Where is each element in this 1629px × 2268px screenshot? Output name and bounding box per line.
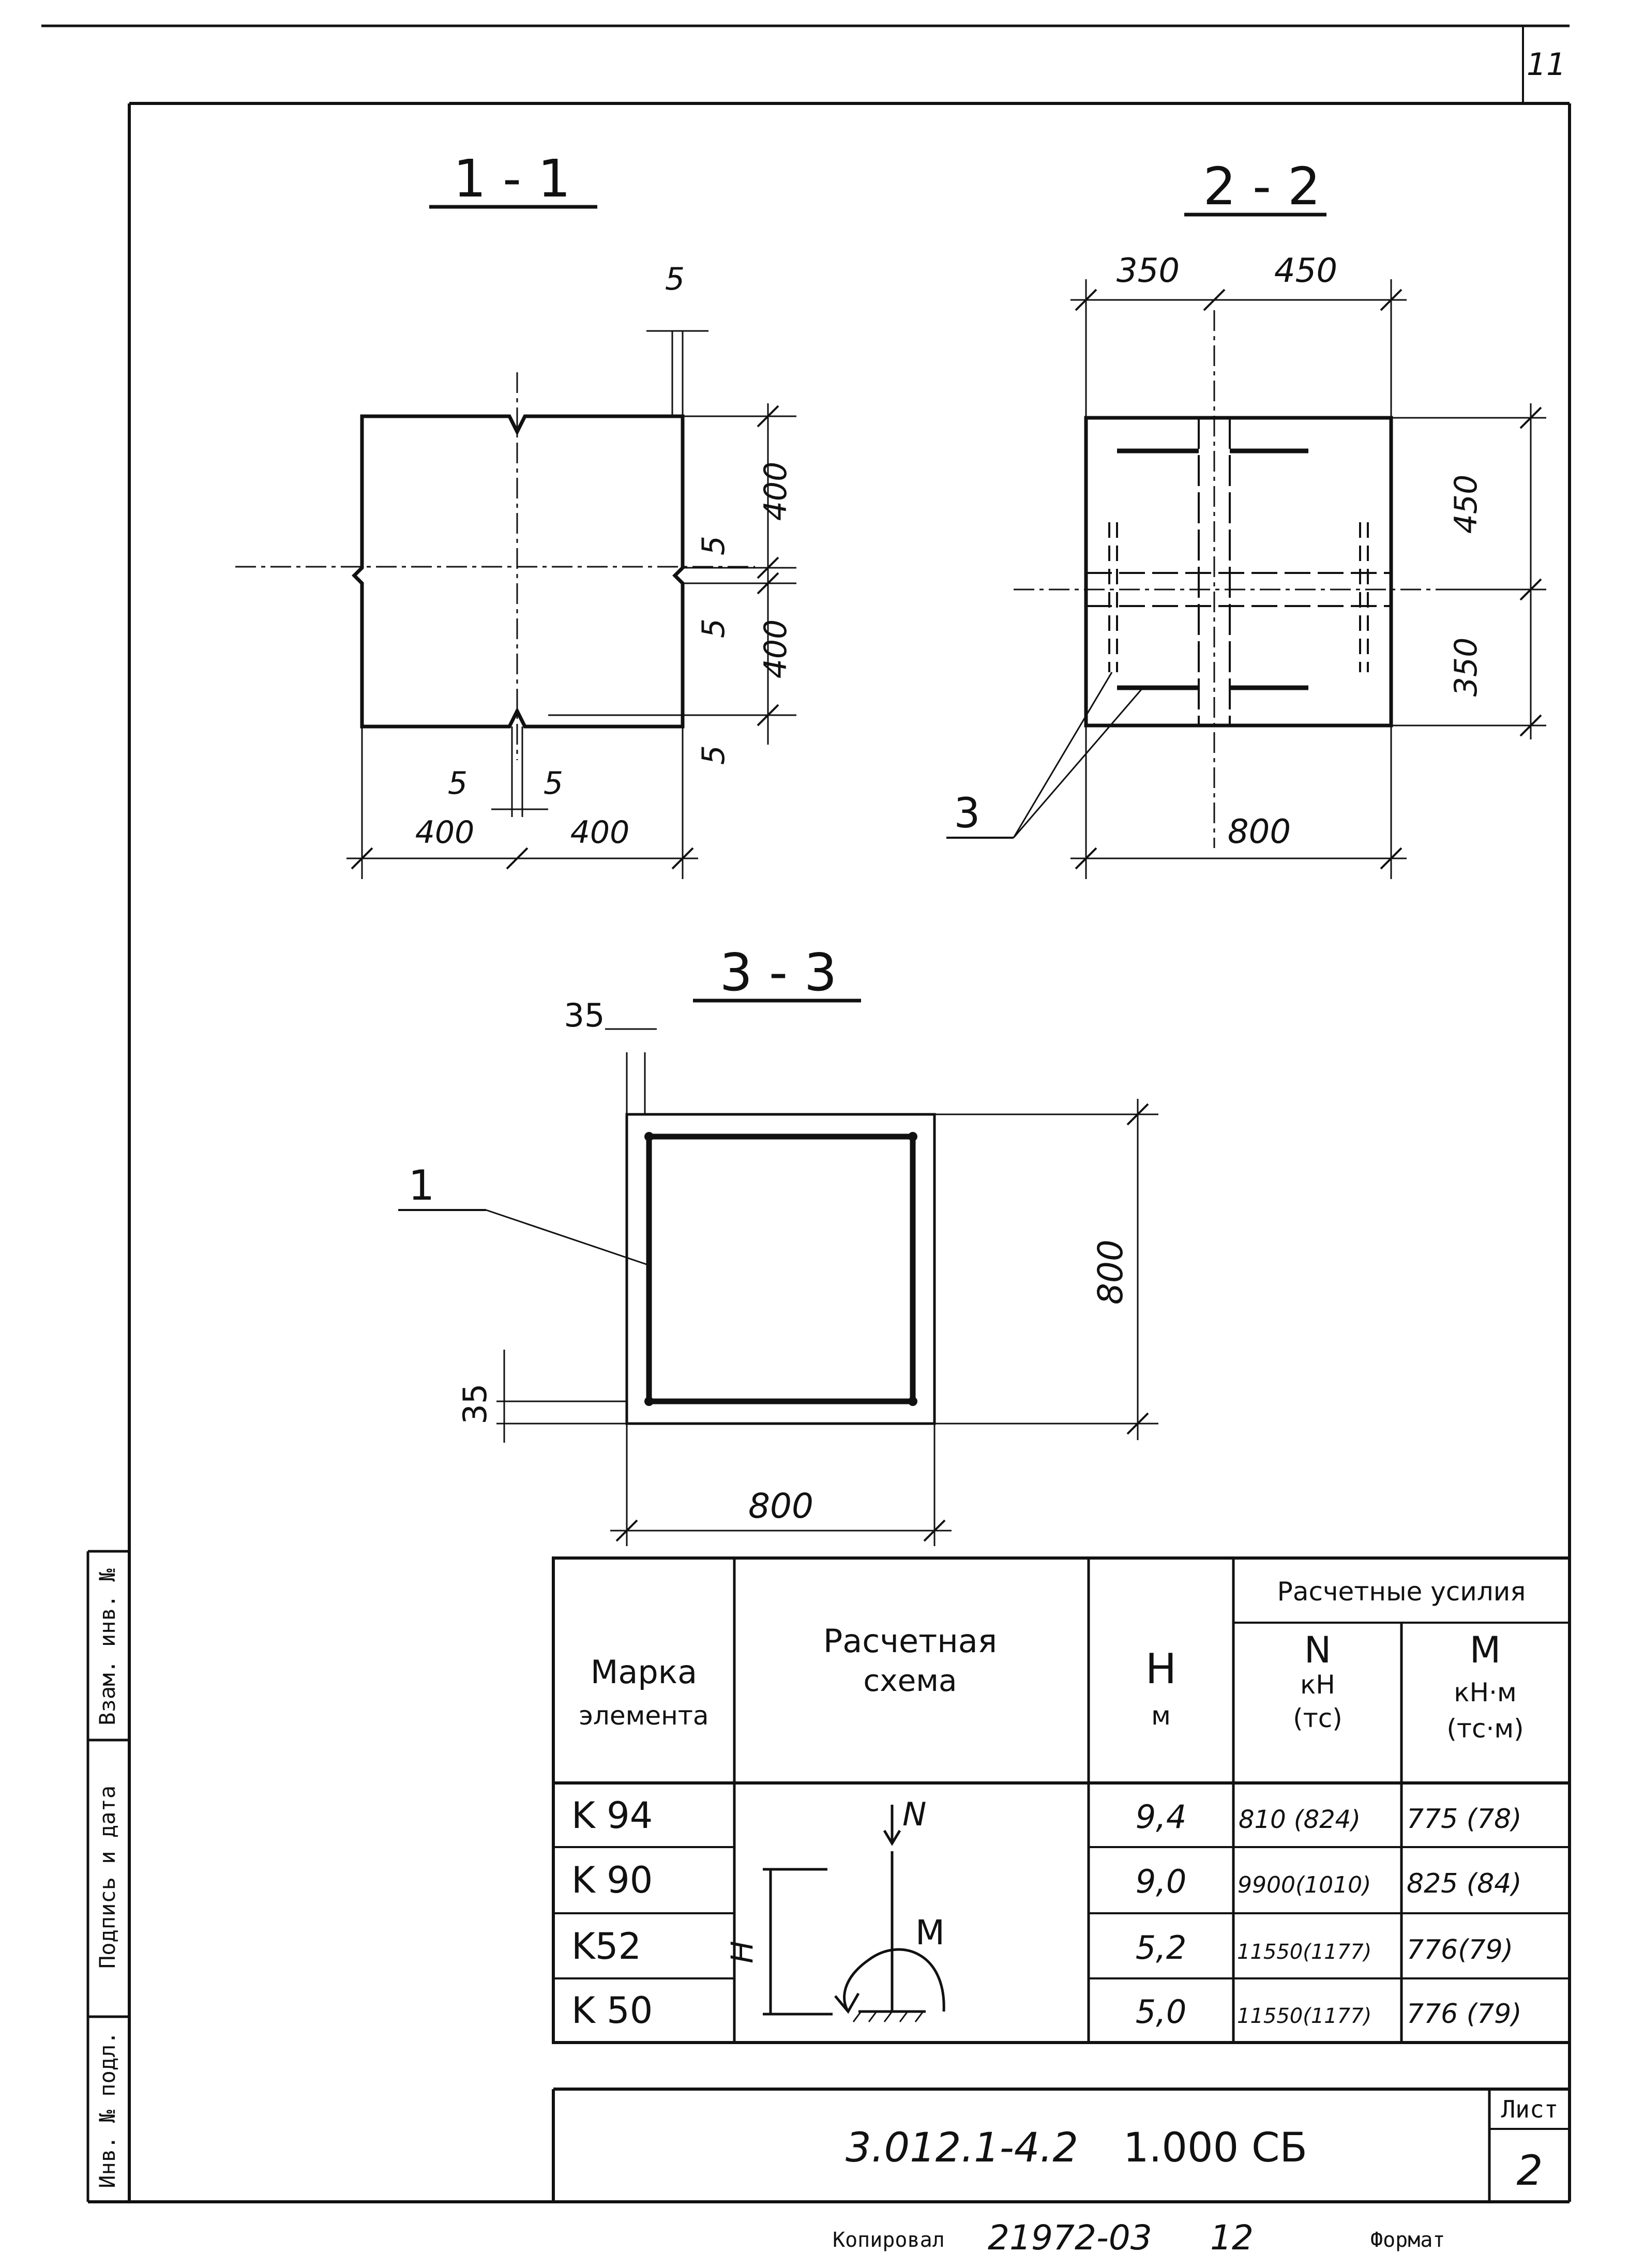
hdr-m-unit-alt: (тс·м) bbox=[1446, 1714, 1524, 1744]
s1-dim-gap-bottom: 5 bbox=[696, 745, 732, 765]
section-2-2 bbox=[946, 213, 1546, 879]
s2-callout-3: 3 bbox=[954, 789, 981, 837]
row-h: 9,0 bbox=[1136, 1863, 1187, 1900]
row-m: 776(79) bbox=[1407, 1934, 1513, 1965]
hdr-mark-line1: Марка bbox=[591, 1653, 697, 1691]
row-m: 776 (79) bbox=[1407, 1999, 1522, 2030]
hdr-n-symbol: N bbox=[1304, 1629, 1331, 1671]
s1-dim-h-lower: 400 bbox=[758, 619, 794, 679]
row-h: 9,4 bbox=[1136, 1798, 1187, 1836]
s2-dim-bottom: 800 bbox=[1228, 813, 1291, 851]
row-n: 11550(1177) bbox=[1237, 1940, 1371, 1964]
scheme-label-h: H bbox=[725, 1941, 760, 1963]
row-m: 775 (78) bbox=[1407, 1804, 1522, 1835]
side-stamp-frame bbox=[86, 1550, 129, 2202]
row-n: 9900(1010) bbox=[1238, 1872, 1371, 1898]
stamp-inv-podl: Инв. № подл. bbox=[95, 2031, 120, 2188]
s1-dim-w-gap-right: 5 bbox=[544, 765, 563, 802]
s1-dim-gap-mid-2: 5 bbox=[696, 618, 732, 638]
s3-dim-cover-top: 35 bbox=[564, 996, 605, 1034]
s1-dim-top-gap: 5 bbox=[665, 261, 685, 297]
row-mark: K 94 bbox=[571, 1794, 653, 1837]
footer-copied-num: 12 bbox=[1210, 2218, 1254, 2258]
sheet-number-top: 11 bbox=[1527, 47, 1566, 83]
hdr-h-symbol: H bbox=[1145, 1645, 1176, 1693]
table-row: K 50 5,0 11550(1177) 776 (79) bbox=[571, 1989, 1522, 2032]
section-2-2-title: 2 - 2 bbox=[1203, 156, 1321, 217]
footer-format-label: Формат bbox=[1370, 2228, 1445, 2252]
hdr-n-unit: кН bbox=[1300, 1670, 1335, 1700]
hdr-scheme-line1: Расчетная bbox=[823, 1622, 997, 1660]
s2-dim-right-lower: 350 bbox=[1448, 638, 1484, 697]
s2-dim-top-right: 450 bbox=[1274, 252, 1337, 290]
section-1-1-title: 1 - 1 bbox=[454, 148, 571, 209]
hdr-n-unit-alt: (тс) bbox=[1293, 1703, 1343, 1733]
s1-dim-w-gap-left: 5 bbox=[448, 765, 467, 802]
hdr-h-unit: м bbox=[1151, 1701, 1171, 1731]
title-block-frame bbox=[552, 2088, 1570, 2202]
s1-dim-gap-mid-1: 5 bbox=[696, 536, 732, 555]
sheet-frame bbox=[41, 24, 1571, 2203]
row-n: 810 (824) bbox=[1239, 1805, 1361, 1834]
section-1-1 bbox=[235, 205, 796, 879]
row-h: 5,2 bbox=[1136, 1929, 1187, 1967]
row-mark: K 50 bbox=[571, 1989, 653, 2032]
hdr-m-symbol: M bbox=[1470, 1629, 1501, 1671]
s3-dim-width: 800 bbox=[748, 1486, 813, 1526]
row-mark: K52 bbox=[571, 1925, 641, 1968]
s1-dim-h-upper: 400 bbox=[758, 462, 794, 521]
hdr-scheme-line2: схема bbox=[863, 1663, 957, 1698]
forces-table-grid bbox=[552, 1556, 1571, 2044]
stamp-sign-date: Подпись и дата bbox=[95, 1786, 120, 1969]
section-3-3 bbox=[398, 999, 1158, 1546]
table-row: K52 5,2 11550(1177) 776(79) bbox=[571, 1925, 1513, 1968]
table-row: K 90 9,0 9900(1010) 825 (84) bbox=[571, 1859, 1522, 1901]
row-h: 5,0 bbox=[1136, 1993, 1187, 2031]
sheet-value: 2 bbox=[1517, 2146, 1543, 2195]
hdr-forces-group: Расчетные усилия bbox=[1277, 1577, 1526, 1607]
footer-copied-value: 21972-03 bbox=[988, 2218, 1152, 2258]
row-n: 11550(1177) bbox=[1237, 2004, 1371, 2028]
hdr-mark-line2: элемента bbox=[579, 1701, 708, 1731]
doc-suffix: 1.000 СБ bbox=[1123, 2125, 1307, 2171]
s3-callout-1: 1 bbox=[409, 1161, 435, 1209]
row-mark: K 90 bbox=[571, 1859, 653, 1901]
row-m: 825 (84) bbox=[1407, 1868, 1522, 1899]
s3-dim-height: 800 bbox=[1091, 1239, 1130, 1305]
table-row: K 94 9,4 810 (824) 775 (78) bbox=[571, 1794, 1522, 1837]
section-3-3-title: 3 - 3 bbox=[720, 942, 837, 1003]
footer-copied-label: Копировал bbox=[833, 2228, 945, 2252]
scheme-label-m: M bbox=[915, 1913, 945, 1953]
s1-dim-w-right: 400 bbox=[570, 814, 630, 851]
s3-dim-cover-left: 35 bbox=[456, 1384, 494, 1425]
calculation-scheme-diagram bbox=[763, 1805, 945, 2022]
sheet-label: Лист bbox=[1501, 2095, 1559, 2123]
scheme-label-n: N bbox=[902, 1795, 926, 1833]
s2-dim-right-upper: 450 bbox=[1448, 475, 1484, 534]
s1-dim-w-left: 400 bbox=[415, 814, 475, 851]
stamp-inv-vzam: Взам. инв. № bbox=[95, 1568, 120, 1726]
s2-dim-top-left: 350 bbox=[1117, 252, 1180, 290]
hdr-m-unit: кН·м bbox=[1454, 1677, 1516, 1707]
doc-code: 3.012.1-4.2 bbox=[846, 2125, 1078, 2171]
